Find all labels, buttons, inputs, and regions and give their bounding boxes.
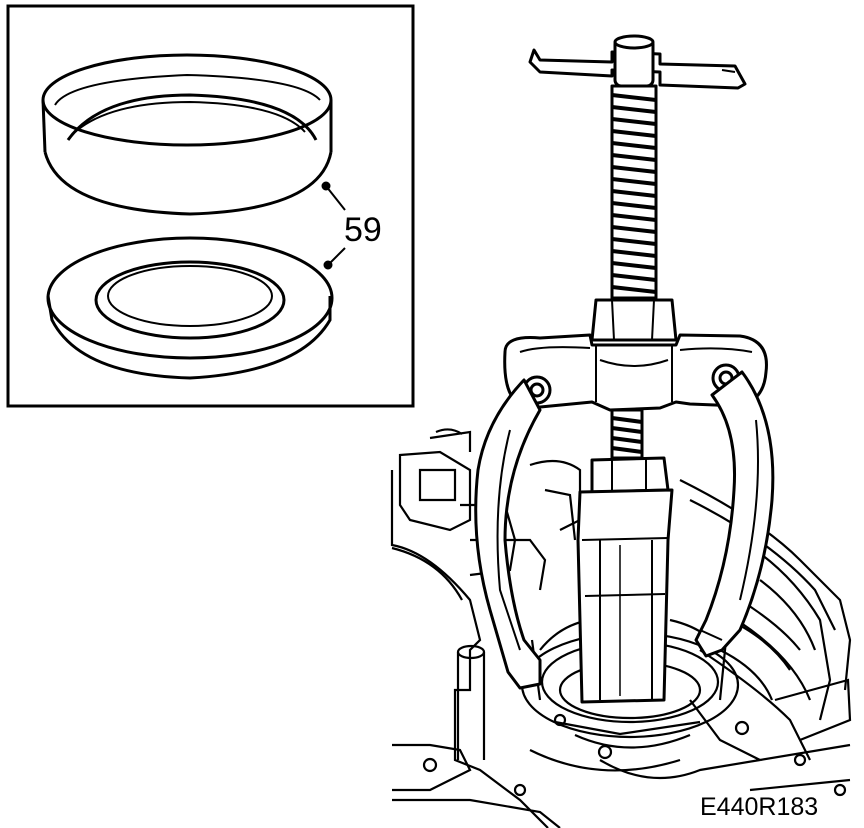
- callout-leaders: [321, 181, 346, 270]
- bearing-race-sleeve-icon: [41, 53, 333, 216]
- gearbox-housing-icon: [390, 428, 852, 828]
- spindle-thread: [611, 93, 657, 294]
- three-jaw-puller-icon: [474, 34, 775, 704]
- bearing-race-ring-icon: [46, 236, 334, 380]
- part-callout-number: 59: [344, 211, 382, 249]
- inset-panel: 59: [6, 4, 415, 408]
- figure-code: E440R183: [700, 793, 818, 821]
